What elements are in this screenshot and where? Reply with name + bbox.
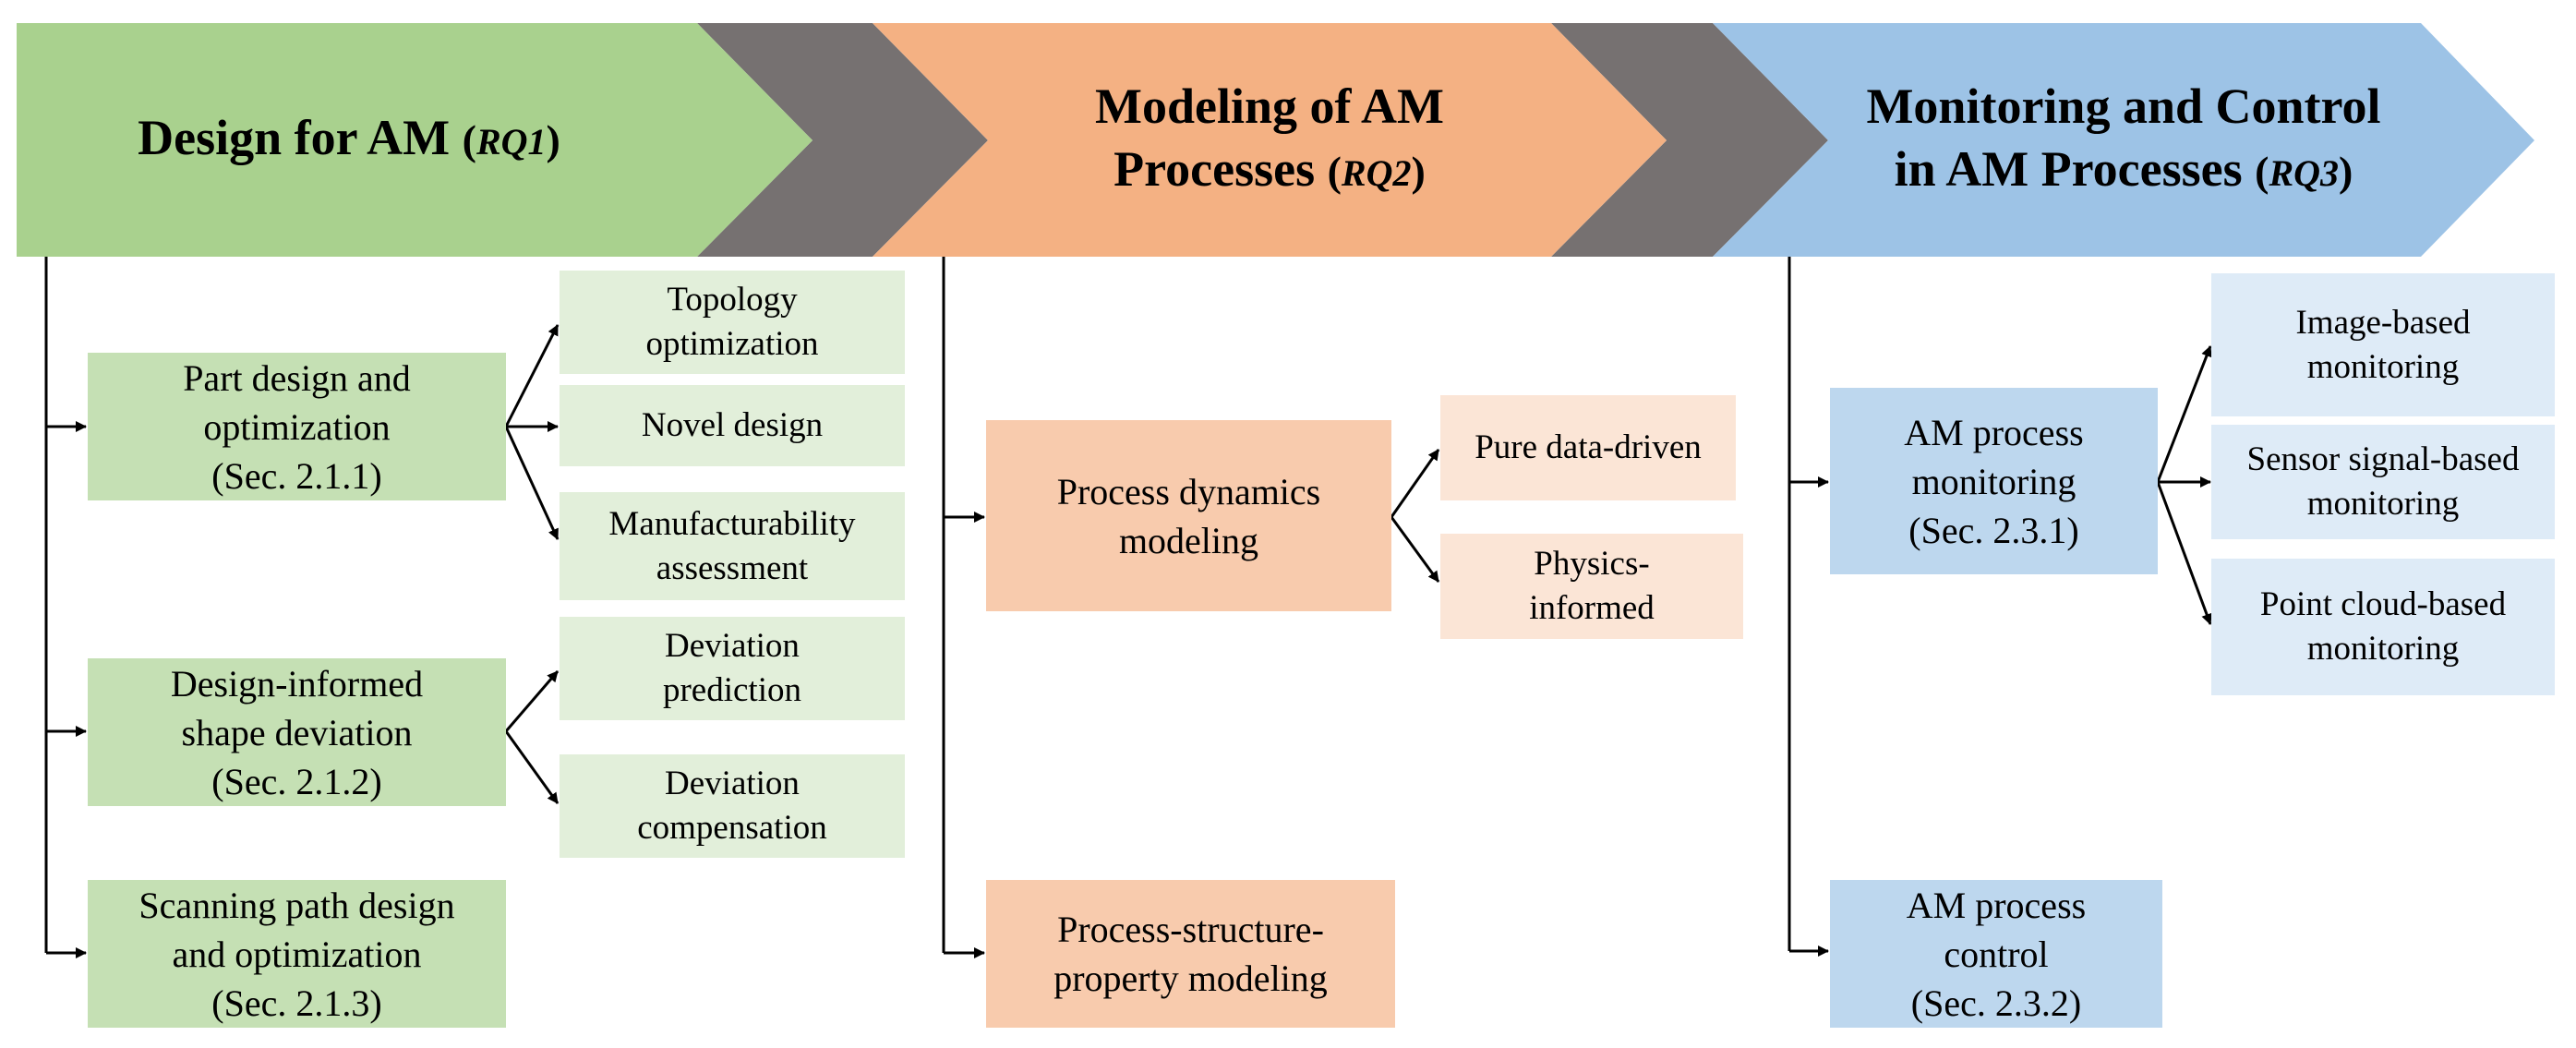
paren-close: ) [546,116,560,163]
box-novel-design: Novel design [560,385,905,466]
deviation-prediction-label: Deviation prediction [662,627,801,709]
header-modeling-title-line2: Processes [1113,141,1316,197]
process-dynamics-label: Process dynamics modeling [1056,470,1321,561]
box-pure-data-driven: Pure data-driven [1440,395,1736,500]
box-process-control: AM process control (Sec. 2.3.2) [1830,880,2162,1028]
pure-data-label: Pure data-driven [1475,428,1702,466]
box-deviation-compensation: Deviation compensation [560,754,905,858]
header-modeling: Modeling of AM Processes (RQ2) [988,23,1551,257]
connector-chevron-1 [697,23,988,257]
header-design-title: Design for AM [138,110,451,165]
process-monitoring-label: AM process monitoring (Sec. 2.3.1) [1904,411,2084,551]
paren-open: ( [1327,148,1342,195]
paren-open: ( [462,116,476,163]
header-shape-monitoring [1713,23,2534,257]
box-part-design: Part design and optimization (Sec. 2.1.1… [88,353,506,500]
image-based-label: Image-based monitoring [2295,303,2471,386]
header-design-rq: RQ1 [475,121,547,163]
box-point-cloud: Point cloud-based monitoring [2211,559,2555,695]
box-process-dynamics: Process dynamics modeling [986,420,1391,611]
header-monitoring-rq: RQ3 [2269,152,2340,194]
header-monitoring-title-line1: Monitoring and Control [1866,78,2381,134]
box-sensor-signal: Sensor signal-based monitoring [2211,425,2555,539]
header-modeling-rq: RQ2 [1341,152,1412,194]
paren-close: ) [1411,148,1426,195]
fan-topology-arrow [504,324,560,428]
novel-design-label: Novel design [641,406,824,444]
box-physics-informed: Physics- informed [1440,534,1743,639]
physics-label: Physics- informed [1529,545,1655,627]
shape-deviation-label: Design-informed shape deviation (Sec. 2.… [170,662,424,802]
topology-label: Topology optimization [645,281,819,363]
fan-physics-arrow [1390,516,1440,583]
header-monitoring-title-line2: in AM Processes [1894,141,2243,197]
fan-image-arrow [2156,345,2212,483]
box-manufacturability: Manufacturability assessment [560,492,905,600]
fan-point-cloud-arrow [2156,481,2212,625]
part-design-label: Part design and optimization (Sec. 2.1.1… [183,356,411,497]
header-shape-design [17,23,813,257]
fan-manufacturability-arrow [504,426,560,540]
header-shape-modeling [873,23,1667,257]
box-topology-optimization: Topology optimization [560,271,905,374]
box-process-monitoring: AM process monitoring (Sec. 2.3.1) [1830,388,2158,574]
scanning-path-label: Scanning path design and optimization (S… [138,884,455,1024]
paren-close: ) [2339,148,2353,195]
sensor-signal-label: Sensor signal-based monitoring [2246,440,2520,523]
point-cloud-label: Point cloud-based monitoring [2259,585,2507,668]
fan-deviation-prediction-arrow [504,670,560,732]
fan-pure-data-arrow [1390,449,1440,518]
manufacturability-label: Manufacturability assessment [608,504,856,587]
process-control-label: AM process control (Sec. 2.3.2) [1906,884,2087,1024]
header-design: Design for AM (RQ1) [17,23,681,257]
box-shape-deviation: Design-informed shape deviation (Sec. 2.… [88,658,506,806]
box-image-based: Image-based monitoring [2211,273,2555,416]
box-process-structure-property: Process-structure- property modeling [986,880,1395,1028]
psp-label: Process-structure- property modeling [1053,909,1328,999]
header-modeling-title-line1: Modeling of AM [1095,78,1444,134]
box-deviation-prediction: Deviation prediction [560,617,905,720]
fan-deviation-compensation-arrow [504,730,560,804]
deviation-compensation-label: Deviation compensation [637,765,827,847]
paren-open: ( [2255,148,2269,195]
box-scanning-path: Scanning path design and optimization (S… [88,880,506,1028]
header-monitoring: Monitoring and Control in AM Processes (… [1828,23,2419,257]
connector-chevron-2 [1551,23,1828,257]
